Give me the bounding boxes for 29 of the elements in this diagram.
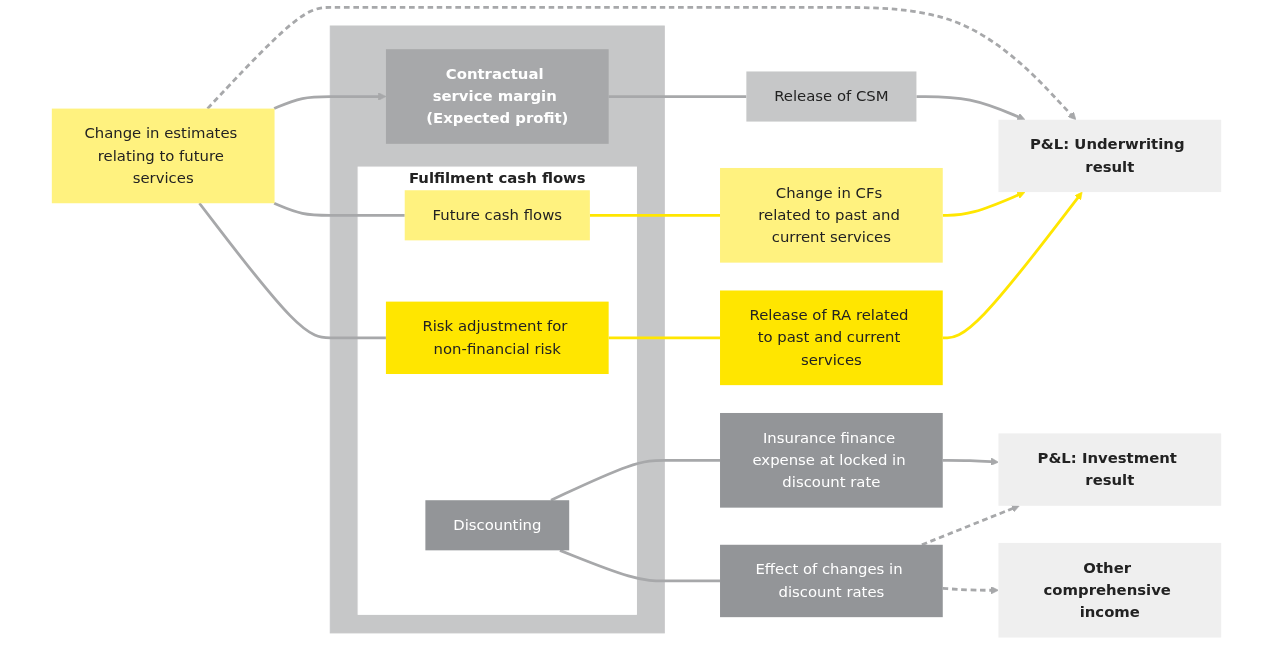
node-box: Change in estimates relating to future services: [51, 108, 275, 204]
connector: [608, 95, 747, 98]
node-box: P&L: Underwriting result: [998, 119, 1222, 193]
node-box: Future cash flows: [404, 190, 590, 241]
connector: [273, 201, 405, 217]
node-box: Change in CFs related to past and current services: [720, 168, 943, 263]
node-box: P&L: Investment result: [998, 433, 1222, 506]
connector: [589, 213, 721, 217]
cluster: [329, 25, 665, 634]
node-box: Release of RA related to past and current services: [720, 290, 943, 386]
arrow: [942, 191, 1026, 217]
connector: [198, 202, 386, 340]
arrow: [206, 6, 1077, 121]
connector: [550, 458, 721, 502]
arrow: [273, 92, 387, 110]
arrow: [942, 191, 1083, 340]
node-box: Contractual service margin (Expected profit): [385, 49, 609, 144]
node-box: Risk adjustment for non-financial risk: [385, 301, 609, 374]
node-box: Other comprehensive income: [998, 542, 1222, 638]
arrow: [942, 457, 999, 466]
connector: [559, 549, 721, 583]
arrow: [942, 586, 999, 595]
node-box: Effect of changes in discount rates: [720, 544, 943, 618]
node-box: Discounting: [425, 500, 570, 551]
node-box: Insurance finance expense at locked in discount rate: [720, 413, 943, 508]
connector: [608, 336, 721, 340]
arrow: [916, 95, 1026, 121]
node-box: Release of CSM: [746, 71, 917, 122]
arrow: [921, 504, 1020, 547]
